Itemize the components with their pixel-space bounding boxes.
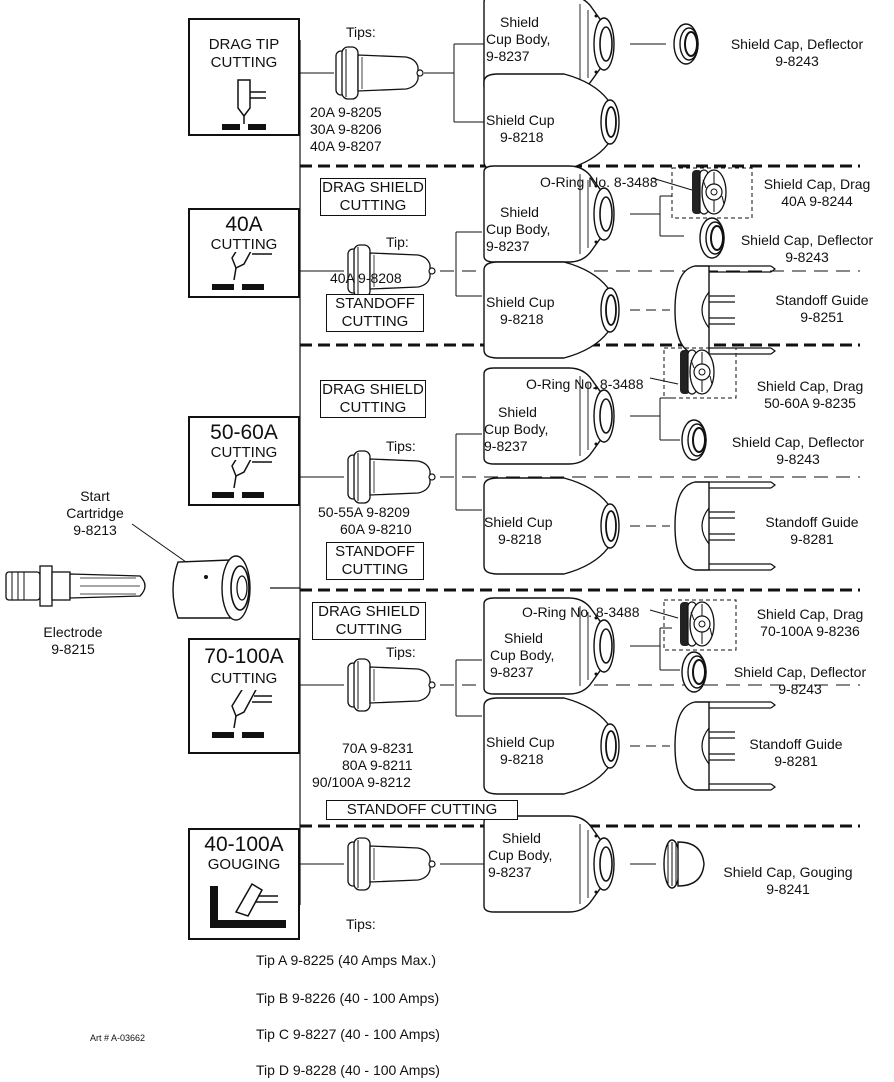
mode-box-drag-tip: DRAG TIP CUTTING [188, 18, 300, 136]
mode-title: 70-100A [190, 646, 298, 668]
gouging-tip-d: Tip D 9-8228 (40 - 100 Amps) [256, 1062, 440, 1079]
tips-label: Tips: [386, 644, 416, 661]
mode-box-gouging: 40-100A GOUGING [188, 828, 300, 940]
tips-label: Tips: [386, 438, 416, 455]
mode-box-50-60a: 50-60A CUTTING [188, 416, 300, 506]
electrode-label: Electrode 9-8215 [28, 624, 118, 658]
standoff-cutting-label: STANDOFF CUTTING [326, 800, 518, 820]
drag-tip-torch-icon [190, 74, 298, 134]
mode-box-70-100a: 70-100A CUTTING [188, 638, 300, 754]
cutting-torch-icon [190, 690, 298, 750]
gouging-tip-a: Tip A 9-8225 (40 Amps Max.) [256, 952, 436, 969]
start-cartridge-part [132, 524, 250, 620]
o-ring-label: O-Ring No. 8-3488 [522, 604, 640, 621]
cutting-torch-icon [190, 460, 298, 504]
mode-title: 50-60A [190, 422, 298, 444]
o-ring-label: O-Ring No. 8-3488 [540, 174, 658, 191]
mode-title: 40A [190, 214, 298, 236]
mode-title: DRAG TIP [190, 36, 298, 53]
electrode-part [6, 566, 145, 606]
mode-subtitle: CUTTING [190, 670, 298, 687]
tips-label: Tips: [346, 916, 376, 933]
start-cartridge-label: Start Cartridge 9-8213 [50, 488, 140, 539]
tips-label: Tips: [346, 24, 376, 41]
gouging-tip-c: Tip C 9-8227 (40 - 100 Amps) [256, 1026, 440, 1043]
tips-label: Tip: [386, 234, 409, 251]
gouging-torch-icon [190, 876, 298, 936]
mode-subtitle: CUTTING [190, 54, 298, 71]
tip-part-list: 40A 9-8208 [330, 270, 402, 287]
mode-subtitle: CUTTING [190, 444, 298, 461]
mode-subtitle: CUTTING [190, 236, 298, 253]
mode-box-40a: 40A CUTTING [188, 208, 300, 298]
o-ring-label: O-Ring No. 8-3488 [526, 376, 644, 393]
art-number: Art # A-03662 [90, 1030, 145, 1047]
gouging-tip-b: Tip B 9-8226 (40 - 100 Amps) [256, 990, 439, 1007]
cutting-torch-icon [190, 252, 298, 296]
mode-title: 40-100A [190, 834, 298, 856]
mode-subtitle: GOUGING [190, 856, 298, 873]
